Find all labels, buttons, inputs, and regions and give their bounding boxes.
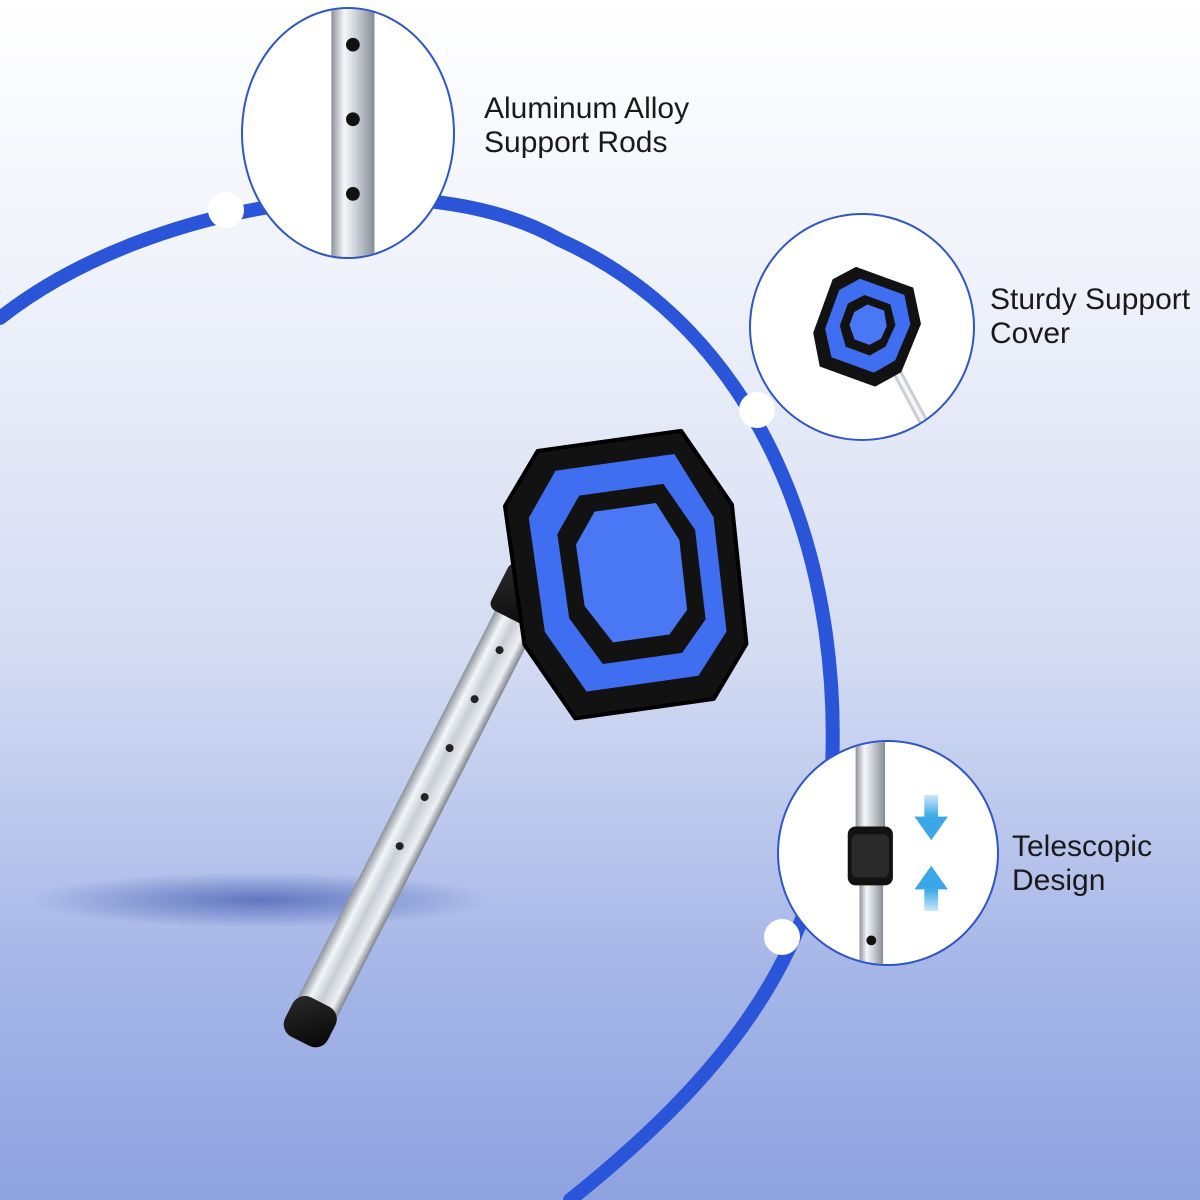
rods-closeup [331, 9, 375, 257]
rod-tip-cap [283, 995, 337, 1048]
rod-hole [395, 842, 404, 851]
rod-hole [445, 744, 454, 753]
rod-hole [495, 646, 504, 655]
callout-telescopic [777, 740, 999, 966]
connector-dot-rods [208, 192, 244, 228]
telescopic-closeup [847, 742, 948, 964]
rod-hole [420, 793, 429, 802]
compress-arrows-icon [914, 795, 948, 911]
label-telescopic-line1: Telescopic [1012, 830, 1153, 863]
label-rods: Aluminum Alloy Support Rods [484, 92, 689, 160]
callout-rods [241, 7, 455, 259]
connector-dot-telescopic [764, 919, 800, 955]
cover-closeup [813, 266, 938, 439]
rod-hole [470, 695, 479, 704]
label-cover: Sturdy Support Cover [990, 283, 1190, 351]
label-telescopic-line2: Design [1012, 864, 1106, 897]
label-rods-line2: Support Rods [484, 126, 668, 159]
label-telescopic: Telescopic Design [1012, 830, 1152, 898]
product-shadow [30, 872, 490, 928]
connector-dot-cover [739, 392, 775, 428]
label-rods-line1: Aluminum Alloy [484, 92, 690, 125]
support-cover [502, 428, 749, 721]
callout-cover [749, 213, 975, 441]
label-cover-line1: Sturdy Support [990, 283, 1191, 316]
label-cover-line2: Cover [990, 317, 1071, 350]
